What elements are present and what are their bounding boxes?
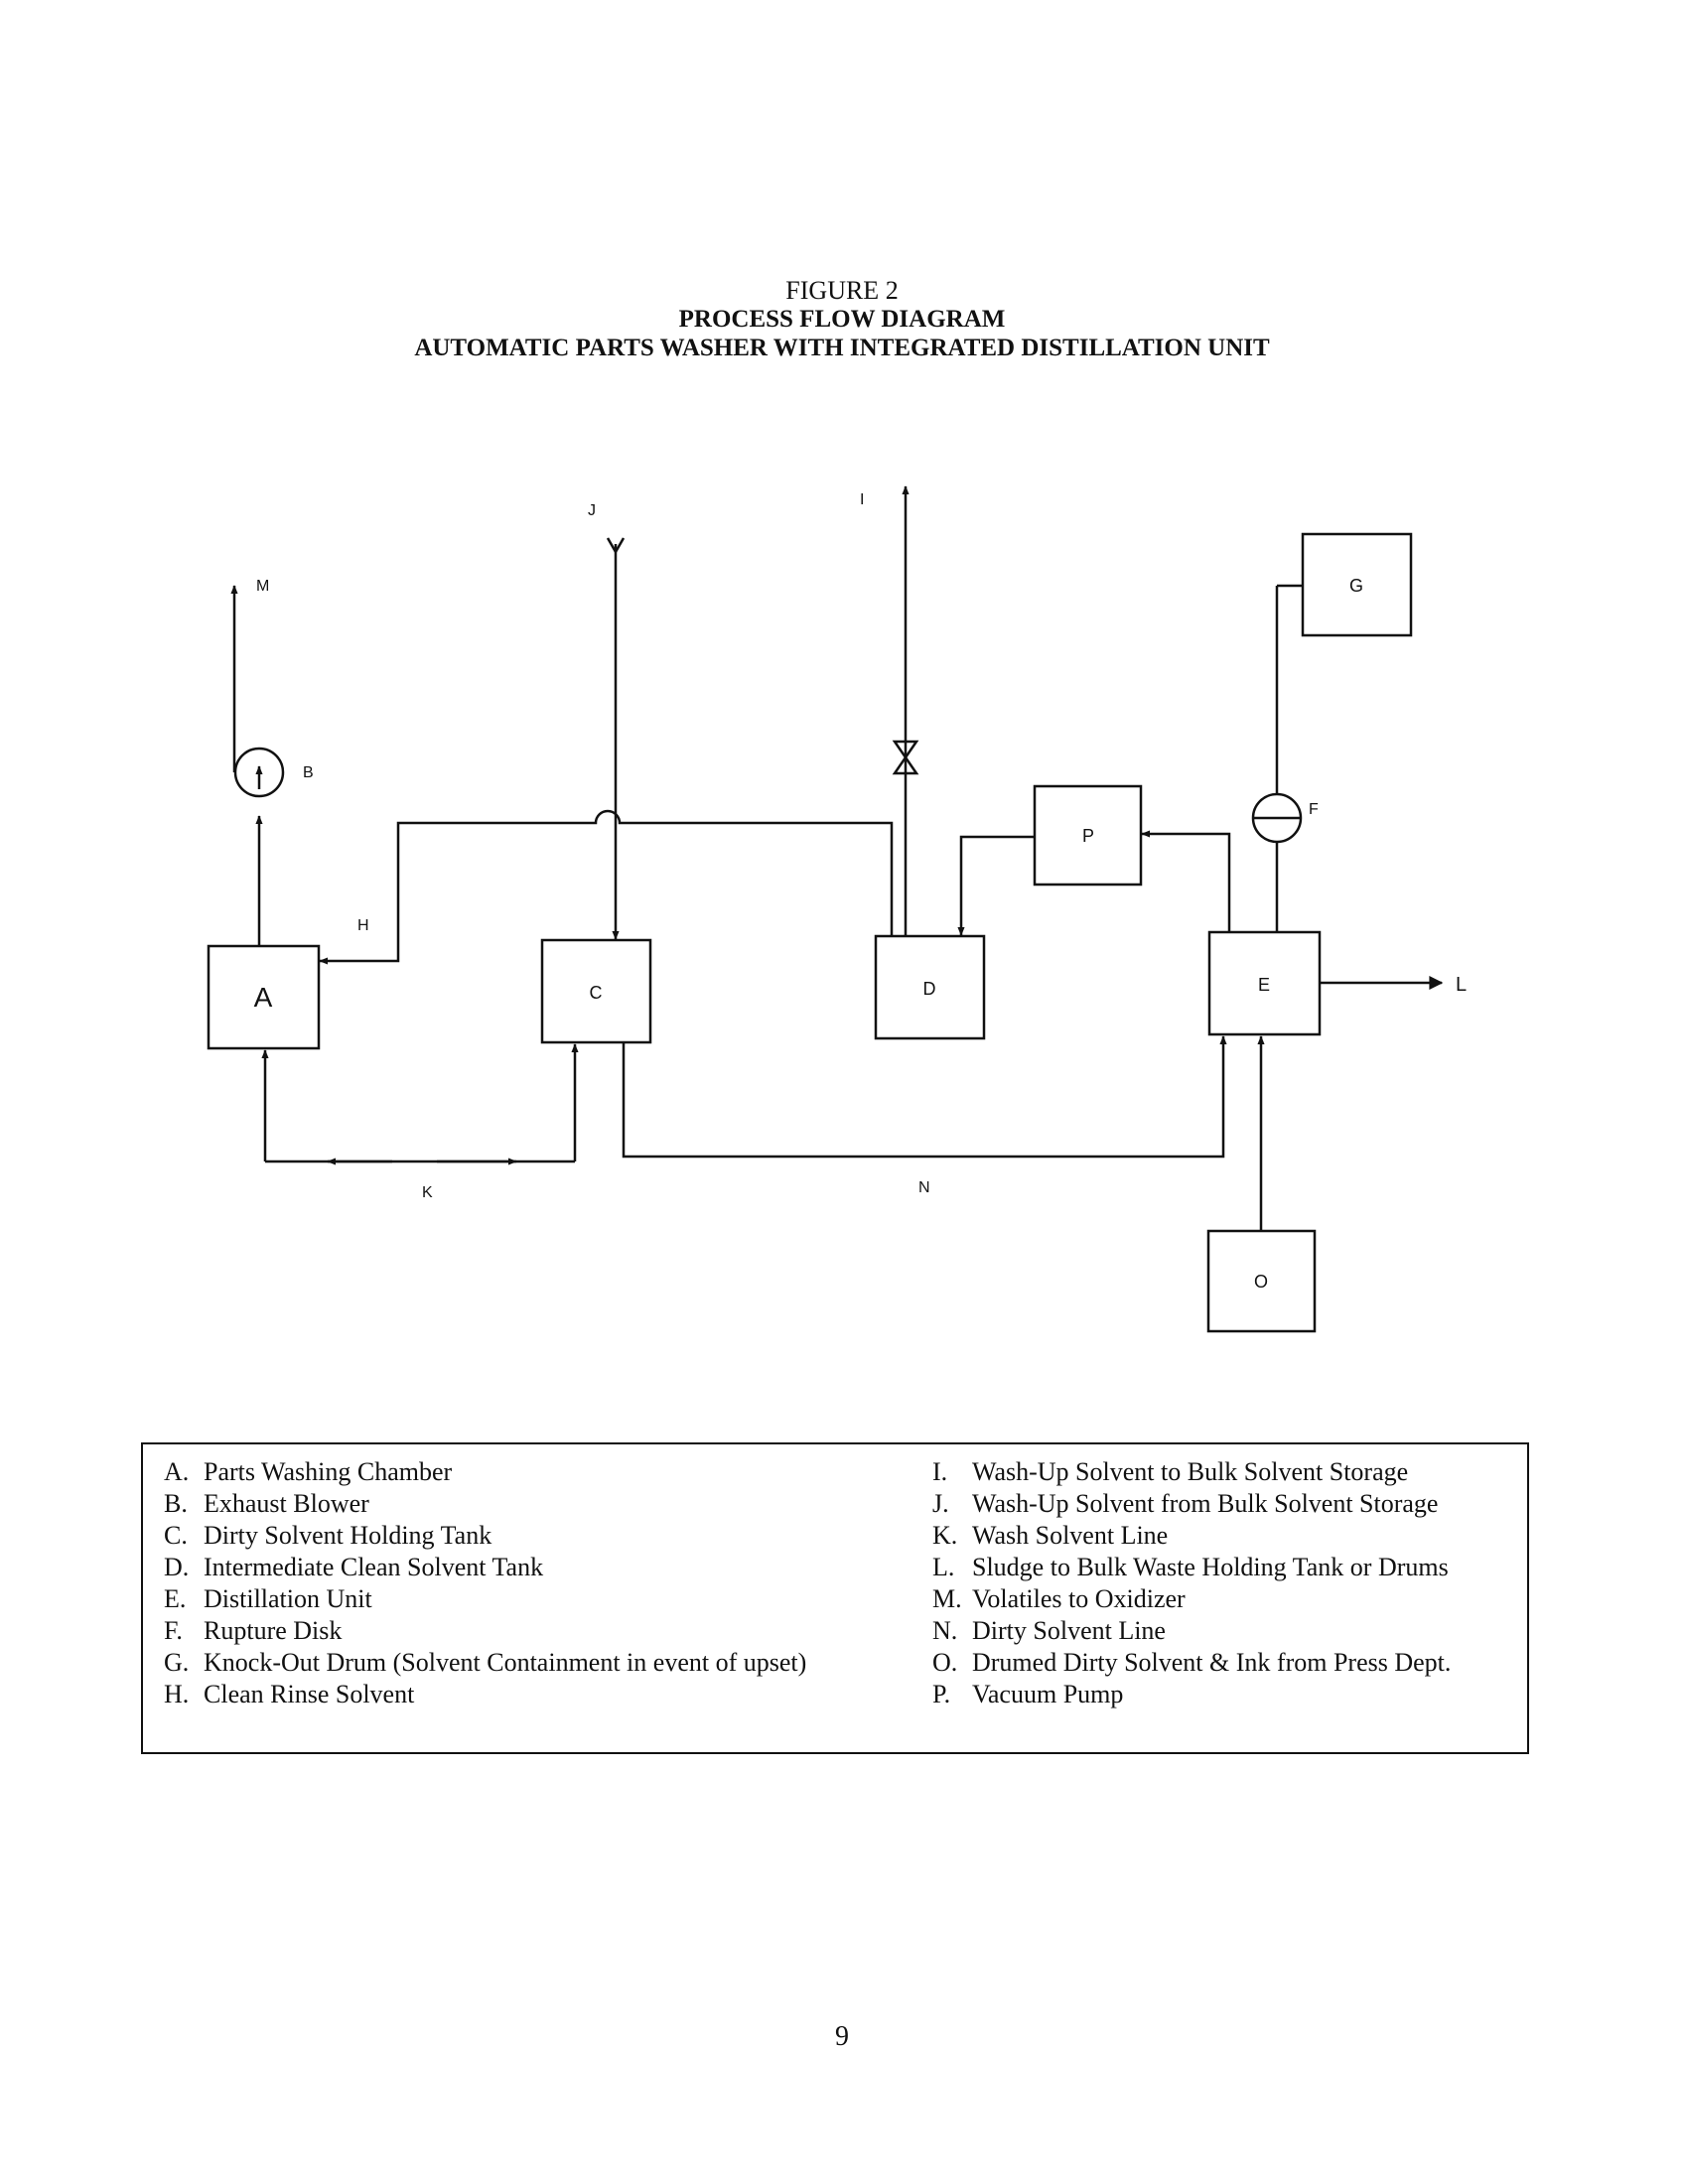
figure-header: FIGURE 2 PROCESS FLOW DIAGRAM AUTOMATIC … [0,276,1684,362]
legend-item: D.Intermediate Clean Solvent Tank [164,1553,544,1581]
node-p-label: P [1082,826,1094,846]
stream-k-label: K [422,1184,433,1201]
figure-number: FIGURE 2 [785,276,899,305]
legend-item: I.Wash-Up Solvent to Bulk Solvent Storag… [932,1457,1409,1486]
legend-item: A.Parts Washing Chamber [164,1457,453,1486]
page-number: 9 [835,2021,849,2052]
stream-l-label: L [1456,974,1467,996]
node-e-label: E [1258,975,1270,995]
stream-i-label: I [860,491,864,508]
legend-box: A.Parts Washing Chamber B.Exhaust Blower… [141,1442,1529,1754]
node-o-label: O [1254,1272,1268,1292]
node-a-label: A [254,982,273,1013]
node-d-label: D [923,979,936,999]
legend-item: M.Volatiles to Oxidizer [932,1584,1186,1613]
figure-title: PROCESS FLOW DIAGRAM [678,306,1006,333]
stream-j-label: J [588,502,596,519]
symbol-b-label: B [303,764,314,781]
figure-subtitle: AUTOMATIC PARTS WASHER WITH INTEGRATED D… [414,335,1270,361]
legend-right-column: I.Wash-Up Solvent to Bulk Solvent Storag… [932,1456,1451,1710]
legend-item: N.Dirty Solvent Line [932,1616,1166,1645]
stream-n-label: N [918,1179,930,1196]
node-d-box [874,934,986,1040]
legend-item: E.Distillation Unit [164,1584,372,1613]
valve-symbol [892,740,919,775]
legend-item: J.Wash-Up Solvent from Bulk Solvent Stor… [932,1489,1439,1518]
node-e-box [1207,930,1322,1036]
node-a-box [207,944,321,1050]
node-c-label: C [590,983,603,1003]
node-g-label: G [1349,576,1363,596]
legend-item: L.Sludge to Bulk Waste Holding Tank or D… [932,1553,1449,1581]
legend-item: H.Clean Rinse Solvent [164,1680,415,1708]
legend-left-column: A.Parts Washing Chamber B.Exhaust Blower… [164,1456,806,1710]
legend-item: F.Rupture Disk [164,1616,343,1645]
stream-h-label: H [357,917,369,934]
legend-item: G.Knock-Out Drum (Solvent Containment in… [164,1648,807,1677]
legend-item: P.Vacuum Pump [932,1680,1124,1708]
node-c-box [540,938,652,1044]
legend-item: B.Exhaust Blower [164,1489,369,1518]
node-p-box [1033,784,1143,887]
legend-item: C.Dirty Solvent Holding Tank [164,1521,492,1550]
legend-item: O.Drumed Dirty Solvent & Ink from Press … [932,1648,1452,1677]
legend-item: K.Wash Solvent Line [932,1521,1169,1550]
symbol-f-label: F [1309,801,1319,818]
stream-m-label: M [256,578,269,595]
